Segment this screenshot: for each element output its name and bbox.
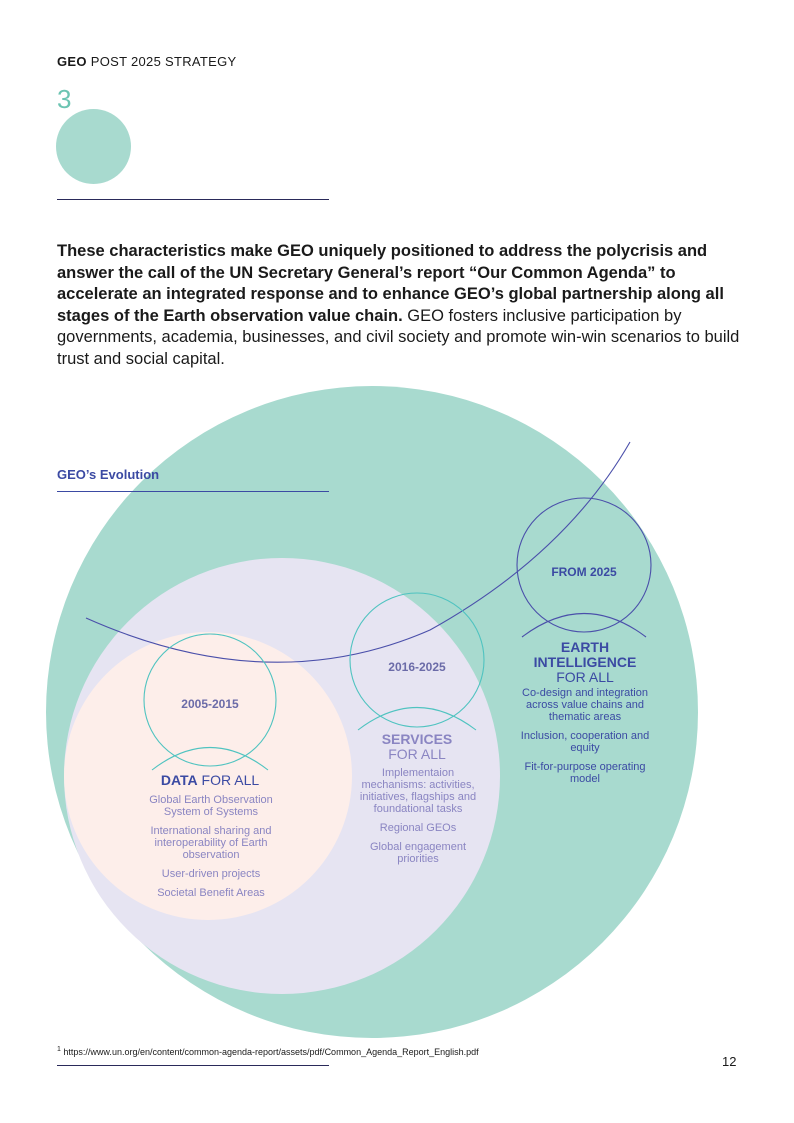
footnote-divider xyxy=(57,1065,329,1066)
stage-arc-2025 xyxy=(521,613,647,638)
stage-items-2016: Implementaion mechanisms: activities, in… xyxy=(352,767,484,872)
stage-headline-rest: FOR ALL xyxy=(388,746,446,762)
evolution-divider xyxy=(57,491,329,492)
stage-arc-2016 xyxy=(357,706,477,731)
list-item: User-driven projects xyxy=(161,868,261,880)
list-item: Fit-for-purpose operating model xyxy=(524,761,646,785)
arc-line xyxy=(85,441,631,663)
stage-headline-rest: FOR ALL xyxy=(197,772,260,788)
chapter-circle-decoration xyxy=(56,109,131,184)
list-item: International sharing and interoperabili… xyxy=(150,825,272,861)
header-divider xyxy=(57,199,329,200)
stage-circle-2025 xyxy=(516,497,652,633)
footnote-link[interactable]: https://www.un.org/en/content/common-age… xyxy=(63,1047,479,1057)
intro-bold-text: These characteristics make GEO uniquely … xyxy=(57,242,724,325)
stage-headline-bold: EARTH INTELLIGENCE xyxy=(533,639,637,670)
evolution-diagram xyxy=(46,386,698,1038)
list-item: Co-design and integration across value c… xyxy=(522,687,648,723)
stage-headline-bold: SERVICES xyxy=(381,731,453,747)
peach-circle xyxy=(64,632,352,920)
stage-circle-2005 xyxy=(143,633,277,767)
intro-regular-text: GEO fosters inclusive participation by g… xyxy=(57,306,740,368)
stage-years-2005: 2005-2015 xyxy=(181,697,239,711)
list-item: Inclusion, cooperation and equity xyxy=(520,730,650,754)
page-number: 12 xyxy=(722,1054,737,1069)
stage-headline-data: DATA FOR ALL xyxy=(120,773,300,788)
list-item: Regional GEOs xyxy=(379,822,457,834)
stage-years-2025: FROM 2025 xyxy=(551,565,617,579)
intro-paragraph: These characteristics make GEO uniquely … xyxy=(57,241,747,370)
stage-years-2016: 2016-2025 xyxy=(388,660,446,674)
stage-arc-2005 xyxy=(151,746,269,771)
list-item: Implementaion mechanisms: activities, in… xyxy=(359,767,477,815)
stage-items-2025: Co-design and integration across value c… xyxy=(512,687,658,792)
stage-headline-bold: DATA xyxy=(160,772,198,788)
footnote-mark: 1 xyxy=(57,1046,61,1053)
document-header: GEO POST 2025 STRATEGY xyxy=(57,54,237,69)
footnote: 1 https://www.un.org/en/content/common-a… xyxy=(57,1046,479,1057)
stage-items-2005: Global Earth Observation System of Syste… xyxy=(131,794,291,906)
header-org: GEO xyxy=(57,54,87,69)
stage-circle-2016 xyxy=(349,592,485,728)
header-subtitle: POST 2025 STRATEGY xyxy=(90,54,237,69)
list-item: Societal Benefit Areas xyxy=(157,887,265,899)
chapter-number: 3 xyxy=(57,84,72,114)
evolution-title: GEO’s Evolution xyxy=(57,467,160,482)
list-item: Global Earth Observation System of Syste… xyxy=(149,794,273,818)
stage-headline-rest: FOR ALL xyxy=(556,669,614,685)
list-item: Global engagement priorities xyxy=(369,841,466,865)
